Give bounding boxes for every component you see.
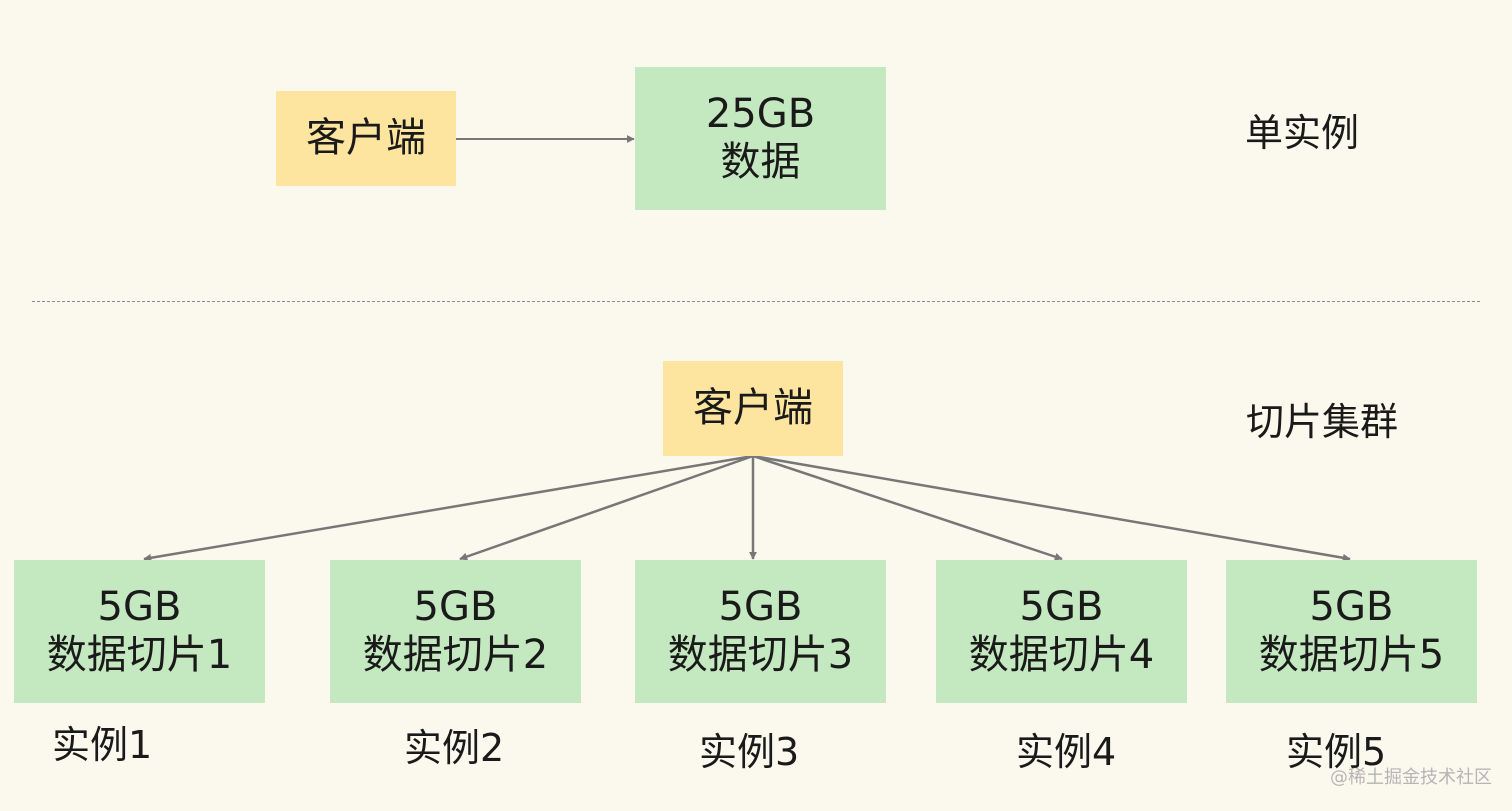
shard-size: 5GB xyxy=(1019,584,1104,631)
watermark: @稀土掘金技术社区 xyxy=(1330,767,1492,788)
edge-client-to-shard-5 xyxy=(752,454,1351,562)
cluster-client-node: 客户端 xyxy=(663,361,843,456)
cluster-title: 切片集群 xyxy=(1246,400,1399,444)
single-instance-title: 单实例 xyxy=(1245,111,1360,155)
shard-name: 数据切片1 xyxy=(46,631,233,678)
shard-name: 数据切片2 xyxy=(362,631,549,678)
shard-node-3: 5GB 数据切片3 xyxy=(635,560,886,703)
edge-client-to-shard-2 xyxy=(459,454,754,561)
instance-label-4: 实例4 xyxy=(1016,730,1117,774)
shard-size: 5GB xyxy=(1309,584,1394,631)
shard-size: 5GB xyxy=(97,584,182,631)
shard-name: 数据切片3 xyxy=(667,631,854,678)
single-data-node: 25GB 数据 xyxy=(635,67,886,210)
single-client-node: 客户端 xyxy=(276,91,456,186)
shard-node-4: 5GB 数据切片4 xyxy=(936,560,1187,703)
shard-name: 数据切片4 xyxy=(968,631,1155,678)
section-divider xyxy=(32,301,1480,302)
shard-size: 5GB xyxy=(413,584,498,631)
single-data-label: 数据 xyxy=(720,138,801,185)
shard-node-2: 5GB 数据切片2 xyxy=(330,560,581,703)
instance-label-3: 实例3 xyxy=(699,730,800,774)
single-client-label: 客户端 xyxy=(306,114,426,161)
instance-label-5: 实例5 xyxy=(1286,730,1387,774)
shard-node-5: 5GB 数据切片5 xyxy=(1226,560,1477,703)
single-data-size: 25GB xyxy=(705,91,816,138)
instance-label-2: 实例2 xyxy=(404,726,505,770)
edge-client-to-shard-1 xyxy=(143,454,754,562)
instance-label-1: 实例1 xyxy=(52,723,153,767)
shard-size: 5GB xyxy=(718,584,803,631)
shard-name: 数据切片5 xyxy=(1258,631,1445,678)
edge-client-to-shard-4 xyxy=(752,454,1063,561)
shard-node-1: 5GB 数据切片1 xyxy=(14,560,265,703)
cluster-client-label: 客户端 xyxy=(693,384,813,431)
